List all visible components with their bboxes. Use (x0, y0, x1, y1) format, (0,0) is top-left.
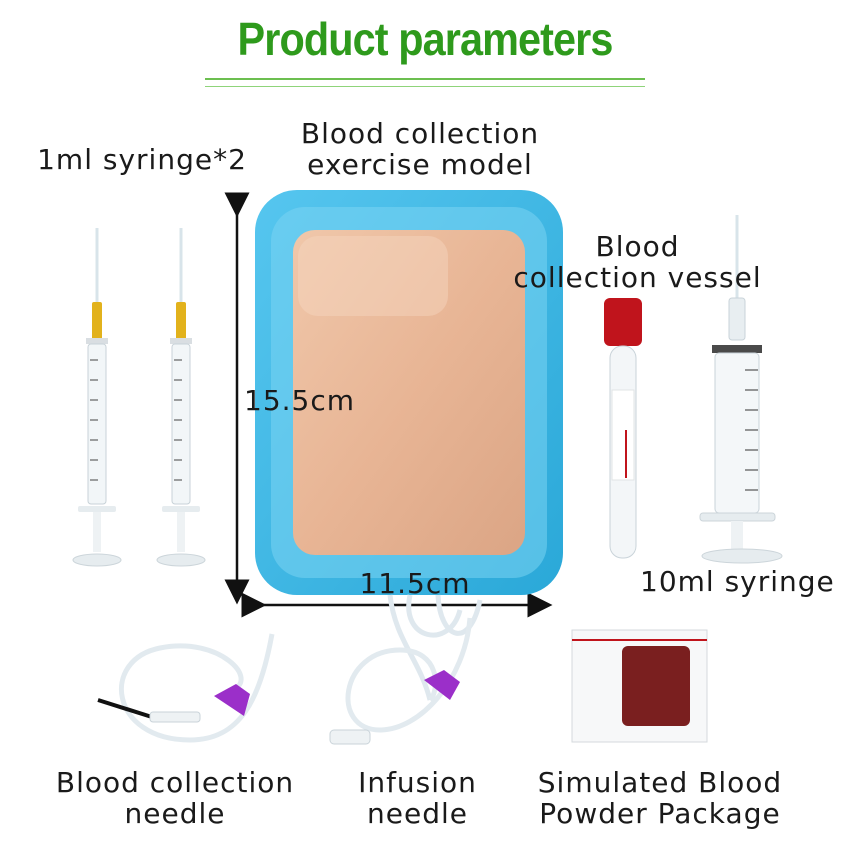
label-model: Blood collection exercise model (270, 118, 570, 180)
blood-collection-needle-illustration (97, 633, 275, 743)
label-height-dimension: 15.5cm (244, 384, 356, 417)
title-underline-thin (205, 86, 645, 87)
label-powder-line1: Simulated Blood (537, 766, 783, 799)
syringe-10ml (699, 215, 783, 564)
label-infusion-needle-line2: needle (367, 797, 468, 830)
title-underline (205, 78, 645, 80)
label-collection-needle: Blood collection needle (35, 767, 315, 829)
blood-collection-model (255, 190, 563, 595)
label-collection-needle-line2: needle (124, 797, 226, 830)
blood-collection-tube (604, 298, 642, 559)
label-vessel: Blood collection vessel (495, 231, 780, 293)
blood-powder-package (571, 629, 708, 743)
label-model-line2: exercise model (307, 148, 533, 181)
label-width-dimension: 11.5cm (359, 567, 471, 600)
syringe-1ml-right (156, 228, 206, 567)
page-title: Product parameters (237, 13, 614, 65)
label-collection-needle-line1: Blood collection (55, 766, 295, 799)
label-vessel-line2: collection vessel (513, 261, 762, 294)
label-model-line1: Blood collection (300, 117, 540, 150)
label-1ml-syringe: 1ml syringe*2 (37, 143, 247, 176)
label-infusion-needle-line1: Infusion (358, 766, 477, 799)
label-vessel-line1: Blood (595, 230, 680, 263)
label-infusion-needle: Infusion needle (335, 767, 500, 829)
label-powder-line2: Powder Package (539, 797, 781, 830)
label-10ml-syringe: 10ml syringe (640, 565, 835, 598)
infusion-needle-illustration (329, 617, 473, 745)
syringe-1ml-left (72, 228, 122, 567)
label-powder-package: Simulated Blood Powder Package (515, 767, 805, 829)
